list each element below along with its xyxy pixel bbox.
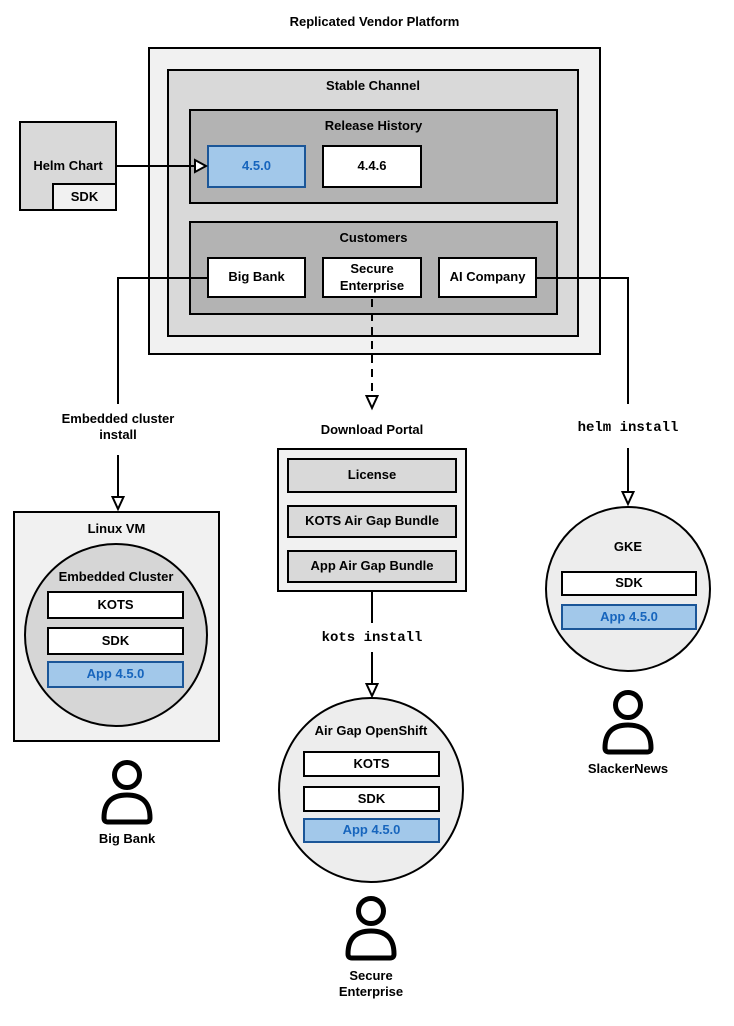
edge-label-kots-install: kots install bbox=[321, 630, 423, 647]
diagram-title: Replicated Vendor Platform bbox=[289, 13, 460, 29]
air-gap-openshift-title: Air Gap OpenShift bbox=[314, 722, 428, 738]
edge-label-helm-install: helm install bbox=[577, 420, 679, 437]
helm-chart-label: Helm Chart bbox=[33, 157, 103, 173]
air-gap-openshift-app: App 4.5.0 bbox=[303, 818, 440, 843]
release-node-4-4-6: 4.4.6 bbox=[322, 145, 422, 188]
stable-channel-title: Stable Channel bbox=[326, 77, 420, 93]
air-gap-openshift-kots: KOTS bbox=[303, 751, 440, 777]
edge-label-embedded-cluster-install: Embedded cluster install bbox=[61, 410, 175, 442]
slackernews-user-label: SlackerNews bbox=[587, 760, 669, 776]
slackernews-user-icon bbox=[602, 690, 654, 755]
arrowhead-gke bbox=[620, 491, 636, 507]
gke-sdk: SDK bbox=[561, 571, 697, 596]
customer-node-ai-company: AI Company bbox=[438, 257, 537, 298]
secure-enterprise-user-label: Secure Enterprise bbox=[338, 967, 404, 999]
release-node-4-5-0: 4.5.0 bbox=[207, 145, 306, 188]
customer-node-big-bank: Big Bank bbox=[207, 257, 306, 298]
big-bank-user-icon bbox=[101, 760, 153, 825]
helm-chart-sdk-box: SDK bbox=[52, 183, 117, 211]
embedded-cluster-app: App 4.5.0 bbox=[47, 661, 184, 688]
arrowhead-linux-vm bbox=[110, 496, 126, 512]
embedded-cluster-sdk: SDK bbox=[47, 627, 184, 655]
arrowhead-openshift bbox=[364, 683, 380, 699]
download-portal-item-kots-bundle: KOTS Air Gap Bundle bbox=[287, 505, 457, 538]
secure-enterprise-user-icon bbox=[345, 896, 397, 961]
release-history-title: Release History bbox=[324, 117, 423, 133]
gke-title: GKE bbox=[613, 538, 643, 554]
big-bank-user-label: Big Bank bbox=[98, 830, 156, 846]
arrowhead-download-portal bbox=[364, 395, 380, 411]
embedded-cluster-title: Embedded Cluster bbox=[58, 568, 174, 584]
customer-node-secure-enterprise: Secure Enterprise bbox=[322, 257, 422, 298]
download-portal-item-app-bundle: App Air Gap Bundle bbox=[287, 550, 457, 583]
embedded-cluster-kots: KOTS bbox=[47, 591, 184, 619]
download-portal-item-license: License bbox=[287, 458, 457, 493]
download-portal-title: Download Portal bbox=[320, 421, 424, 437]
gke-app: App 4.5.0 bbox=[561, 604, 697, 630]
customers-title: Customers bbox=[339, 229, 408, 245]
air-gap-openshift-sdk: SDK bbox=[303, 786, 440, 812]
linux-vm-title: Linux VM bbox=[87, 520, 146, 536]
